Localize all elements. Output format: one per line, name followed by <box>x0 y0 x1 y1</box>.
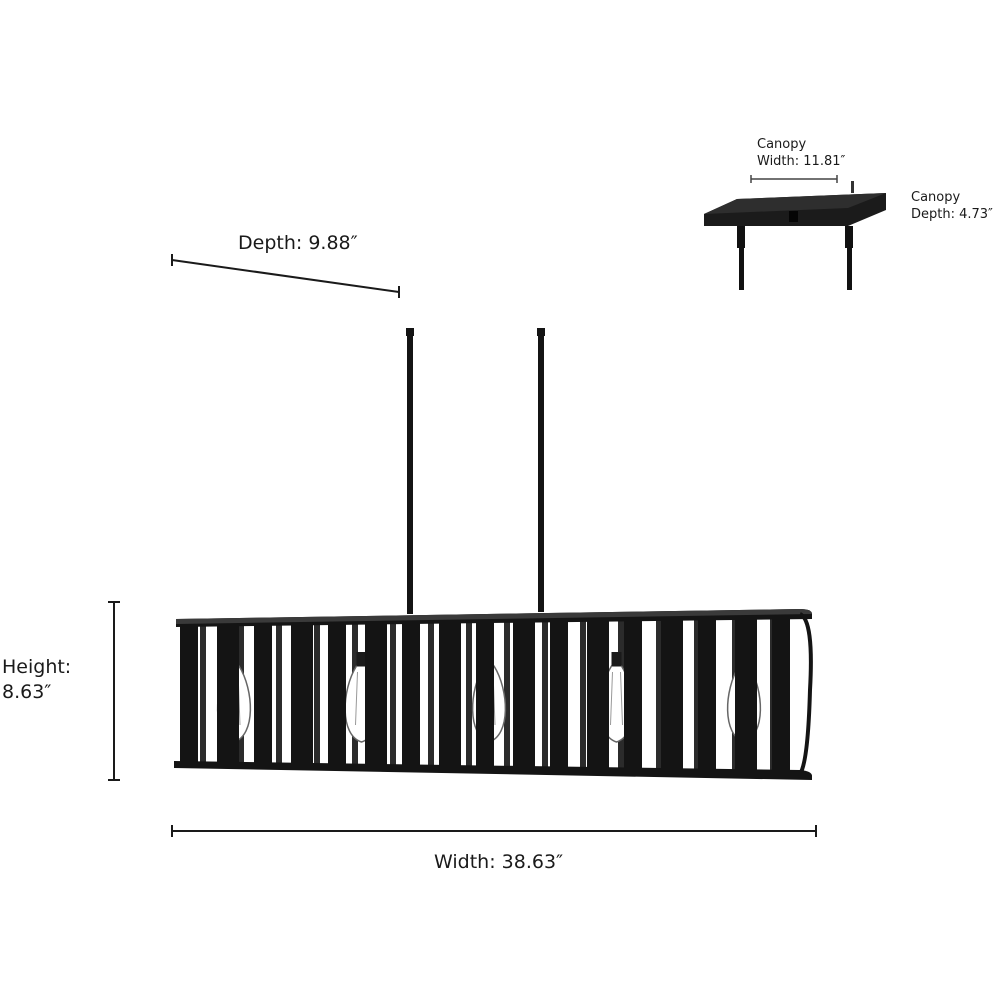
depth-dimension-line <box>171 254 400 298</box>
fixture-slat <box>513 615 535 769</box>
canopy-width-label-line2: Width: 11.81″ <box>757 154 846 169</box>
height-label-line2: 8.63″ <box>2 681 52 703</box>
fixture-slat <box>698 611 716 771</box>
canopy-depth-label-line2: Depth: 4.73″ <box>911 207 993 222</box>
height-dimension-line <box>108 601 120 781</box>
fixture-slat <box>291 619 313 766</box>
fixture-slat <box>735 611 757 772</box>
fixture-slat <box>217 621 239 765</box>
width-dimension-line <box>171 825 817 837</box>
fixture-slat <box>365 618 387 767</box>
width-label: Width: 38.63″ <box>434 851 564 873</box>
suspension-rods <box>406 328 545 614</box>
canopy <box>704 181 886 290</box>
canopy-width-label-line1: Canopy <box>757 137 807 152</box>
canopy-width-dimension-line <box>750 175 838 183</box>
fixture-slat <box>772 610 790 772</box>
fixture-slat <box>476 616 494 768</box>
fixture-slat <box>587 614 609 770</box>
fixture-body <box>174 609 813 780</box>
fixture-slat <box>550 614 568 769</box>
fixture-slat <box>254 620 272 765</box>
fixture-slat <box>661 612 683 771</box>
canopy-depth-label-line1: Canopy <box>911 190 961 205</box>
height-label-line1: Height: <box>2 656 72 678</box>
depth-label: Depth: 9.88″ <box>238 232 358 254</box>
fixture-slat <box>402 617 420 767</box>
fixture-slat <box>328 619 346 766</box>
fixture-slat <box>624 613 642 770</box>
fixture-slat <box>439 616 461 768</box>
fixture-slat <box>180 621 198 765</box>
